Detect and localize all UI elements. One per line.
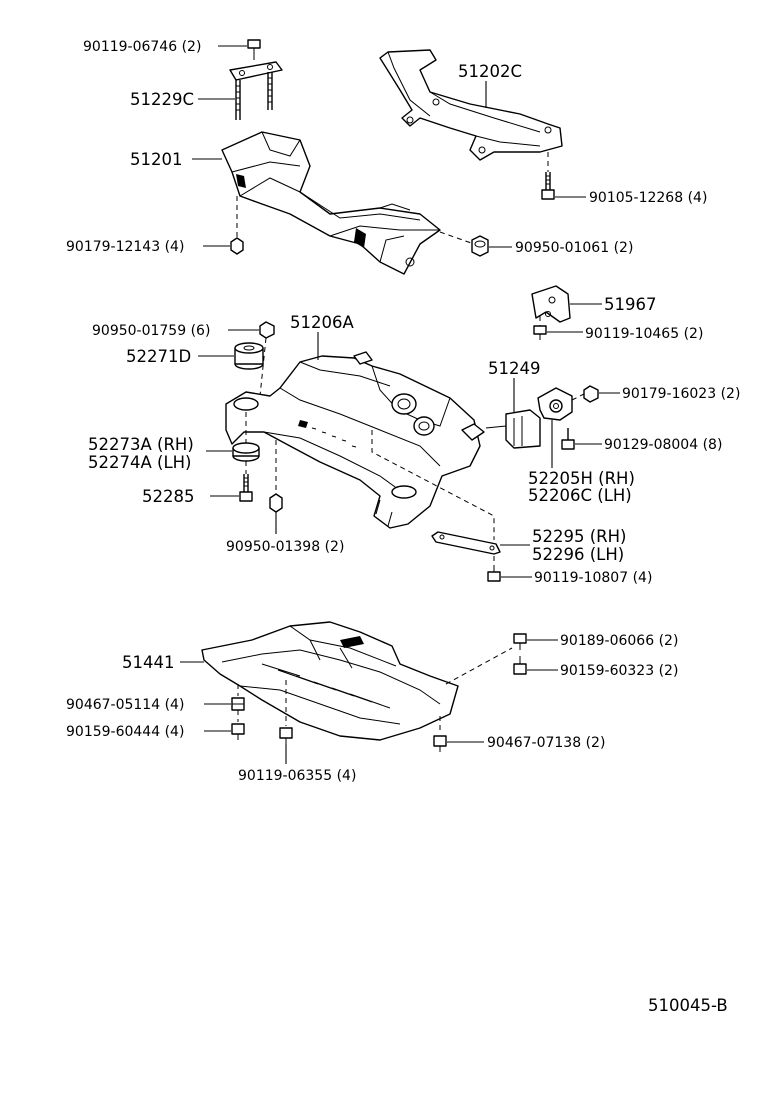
cushion-52273A: [232, 442, 260, 462]
dashed-link-90179-16023: [571, 393, 585, 401]
under-cover-group: 51441 90189-06066 (2) 90159-60323 (2) 90…: [66, 621, 678, 784]
stud-plate-51229C: [229, 61, 283, 120]
bolt-90159-60323: [513, 656, 527, 675]
bolt-90129-08004: [561, 428, 575, 450]
bolt-52285: [239, 474, 253, 502]
label-90950-01398: 90950-01398 (2): [226, 539, 344, 555]
plate-52295: [431, 531, 501, 555]
label-90119-10465: 90119-10465 (2): [585, 326, 703, 342]
bolt-90119-10465: [533, 325, 547, 340]
label-52206C: 52206C (LH): [528, 486, 632, 505]
label-90105-12268: 90105-12268 (4): [589, 190, 707, 206]
bolt-90119-06355: [279, 727, 293, 744]
suspension-member-51206A: [225, 351, 485, 529]
bolt-90467-07138: [433, 735, 447, 752]
bolt-90105-12268: [541, 172, 555, 200]
dashed-link-90950-01061: [439, 231, 475, 245]
label-90179-12143: 90179-12143 (4): [66, 239, 184, 255]
nut-90179-16023: [583, 385, 599, 403]
label-90467-07138: 90467-07138 (2): [487, 735, 605, 751]
label-90189-06066: 90189-06066 (2): [560, 633, 678, 649]
nut-90950-01398: [269, 493, 283, 513]
bracket-52205H: [537, 387, 573, 421]
label-90950-01061: 90950-01061 (2): [515, 240, 633, 256]
clip-90467-05114: [231, 697, 245, 711]
suspension-member-group: 51967 90119-10465 (2) 90950-01759 (6) 52…: [88, 285, 740, 586]
label-52295: 52295 (RH): [532, 527, 626, 546]
bolt-90189-06066: [513, 633, 527, 650]
label-90159-60323: 90159-60323 (2): [560, 663, 678, 679]
label-51441: 51441: [122, 653, 175, 672]
crossmember-51201: [221, 131, 441, 275]
label-90129-08004: 90129-08004 (8): [604, 437, 722, 453]
label-90159-60444: 90159-60444 (4): [66, 724, 184, 740]
dashed-link-90189-06066: [445, 647, 513, 685]
label-90119-06355: 90119-06355 (4): [238, 768, 356, 784]
bracket-51967: [531, 285, 571, 323]
under-cover-51441: [201, 621, 459, 741]
label-52296: 52296 (LH): [532, 545, 624, 564]
label-52205H: 52205H (RH): [528, 469, 635, 488]
drawing-number: 510045-B: [648, 996, 728, 1015]
label-90467-05114: 90467-05114 (4): [66, 697, 184, 713]
label-90119-06746: 90119-06746 (2): [83, 39, 201, 55]
label-52273A: 52273A (RH): [88, 435, 194, 454]
bushing-52271D: [234, 342, 264, 370]
label-52274A: 52274A (LH): [88, 453, 192, 472]
grommet-90950-01061: [471, 235, 489, 257]
label-51249: 51249: [488, 359, 541, 378]
bolt-90119-06746: [247, 39, 261, 60]
dashed-link-52271D: [259, 337, 267, 397]
bolt-90159-60444: [231, 723, 245, 740]
nut-90179-12143: [230, 237, 244, 255]
label-90119-10807: 90119-10807 (4): [534, 570, 652, 586]
label-51206A: 51206A: [290, 313, 354, 332]
label-52271D: 52271D: [126, 347, 191, 366]
label-51967: 51967: [604, 295, 657, 314]
brace-51202C: [379, 49, 563, 161]
label-51229C: 51229C: [130, 90, 194, 109]
dashed-link-52205H: [371, 430, 495, 540]
label-51201: 51201: [130, 150, 183, 169]
bolt-90119-10807: [487, 566, 501, 582]
stopper-51249: [485, 409, 541, 449]
label-90179-16023: 90179-16023 (2): [622, 386, 740, 402]
crossmember-group: 90119-06746 (2) 51229C: [66, 39, 707, 275]
label-90950-01759: 90950-01759 (6): [92, 323, 210, 339]
nut-90950-01759: [259, 321, 275, 339]
label-52285: 52285: [142, 487, 195, 506]
label-51202C: 51202C: [458, 62, 522, 81]
